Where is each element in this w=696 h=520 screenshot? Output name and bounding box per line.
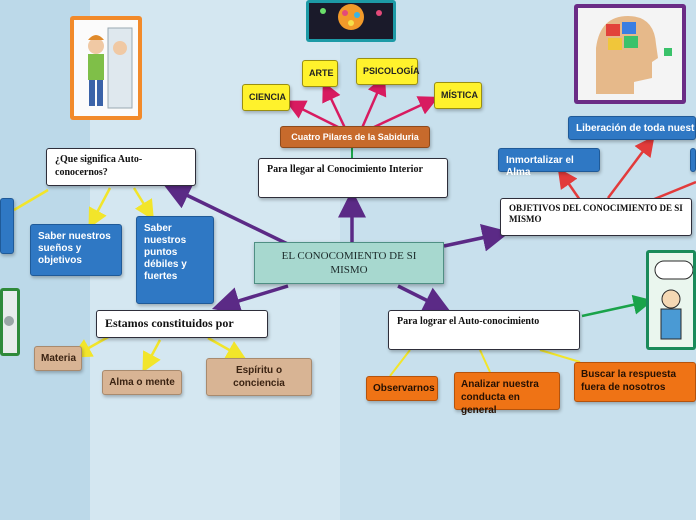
constituidos-item-espiritu[interactable]: Espíritu o conciencia [206, 358, 312, 396]
mirror-boy-icon [74, 20, 138, 116]
puzzle-head-picture [574, 4, 686, 104]
frame-icon [3, 291, 17, 353]
lograr-node[interactable]: Para lograr el Auto-conocimiento [388, 310, 580, 350]
link-center-constituidos [211, 284, 289, 315]
link-ciencia [285, 100, 341, 130]
conocete-picture [646, 250, 696, 350]
link-mistica [371, 96, 439, 130]
significa-item-suenos[interactable]: Saber nuestros sueños y objetivos [30, 224, 122, 276]
pillar-mistica[interactable]: MÍSTICA [434, 82, 482, 109]
link-center-objetivos [443, 223, 511, 252]
objetivos-item-liberacion[interactable]: Liberación de toda nuestra Co [568, 116, 696, 140]
interior-node[interactable]: Para llegar al Conocimiento Interior [258, 158, 448, 198]
left-edge-blue-node[interactable] [0, 198, 14, 254]
lograr-item-observarnos[interactable]: Observarnos [366, 376, 438, 401]
brain-art-picture [306, 0, 396, 42]
right-edge-blue-node[interactable] [690, 148, 696, 172]
center-node[interactable]: EL CONOCOMIENTO DE SI MISMO [254, 242, 444, 284]
significa-node[interactable]: ¿Que significa Auto-conocernos? [46, 148, 196, 186]
significa-item-puntos[interactable]: Saber nuestros puntos débiles y fuertes [136, 216, 214, 304]
objetivos-item-inmortalizar[interactable]: Inmortalizar el Alma [498, 148, 600, 178]
objetivos-node[interactable]: OBJETIVOS DEL CONOCIMIENTO DE SI MISMO [500, 198, 692, 236]
link-center-lograr [397, 284, 452, 313]
pillar-arte[interactable]: ARTE [302, 60, 338, 87]
lograr-item-analizar[interactable]: Analizar nuestra conducta en general [454, 372, 560, 416]
constituidos-node[interactable]: Estamos constituidos por [96, 310, 268, 338]
side-picture-left [0, 288, 20, 356]
link-center-significa [162, 183, 301, 252]
lograr-item-buscar[interactable]: Buscar la respuesta fuera de nosotros [574, 362, 696, 402]
constituidos-item-alma[interactable]: Alma o mente [102, 370, 182, 395]
thinking-man-icon [649, 253, 694, 347]
pillars-title[interactable]: Cuatro Pilares de la Sabiduria [280, 126, 430, 148]
mirror-boy-picture [70, 16, 142, 120]
puzzle-head-icon [578, 8, 682, 100]
constituidos-item-materia[interactable]: Materia [34, 346, 82, 371]
brain-head-icon [309, 3, 393, 39]
link-psicologia [360, 75, 387, 129]
pillar-ciencia[interactable]: CIENCIA [242, 84, 290, 111]
pillar-psicologia[interactable]: PSICOLOGÍA [356, 58, 420, 85]
link-arte [322, 81, 347, 129]
